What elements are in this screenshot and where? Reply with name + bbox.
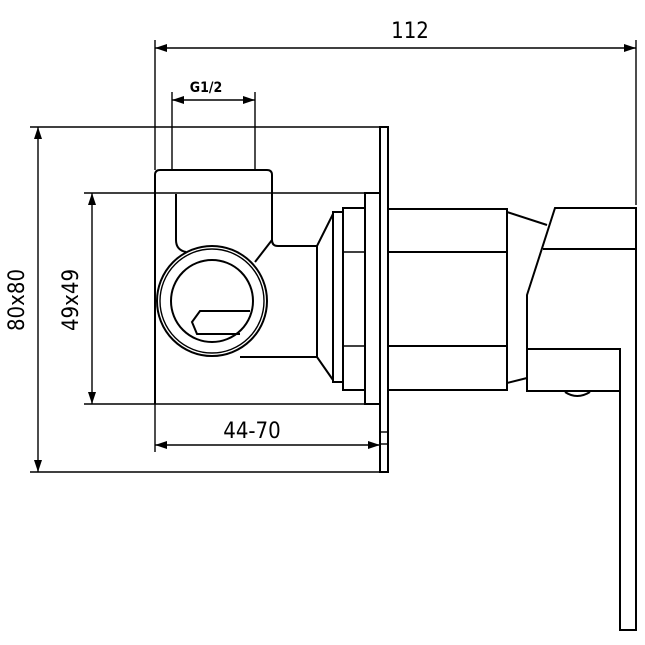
dimension-label-g12: G1/2: [190, 80, 222, 96]
dimension-label-44-70: 44-70: [223, 419, 281, 444]
dimension-80x80: 80x80: [5, 126, 385, 473]
valve-body: [154, 169, 381, 405]
dimension-49x49: 49x49: [59, 192, 380, 405]
dimension-label-49x49: 49x49: [59, 269, 84, 331]
cover-plate: [379, 126, 389, 473]
handle-body: [387, 208, 548, 391]
dimension-112: 112: [154, 19, 637, 205]
dimension-44-70: 44-70: [154, 404, 380, 452]
dimension-label-80x80: 80x80: [5, 269, 30, 331]
dimension-label-112: 112: [391, 19, 429, 44]
lever-handle: [526, 207, 637, 631]
dimension-g12: G1/2: [171, 80, 256, 170]
